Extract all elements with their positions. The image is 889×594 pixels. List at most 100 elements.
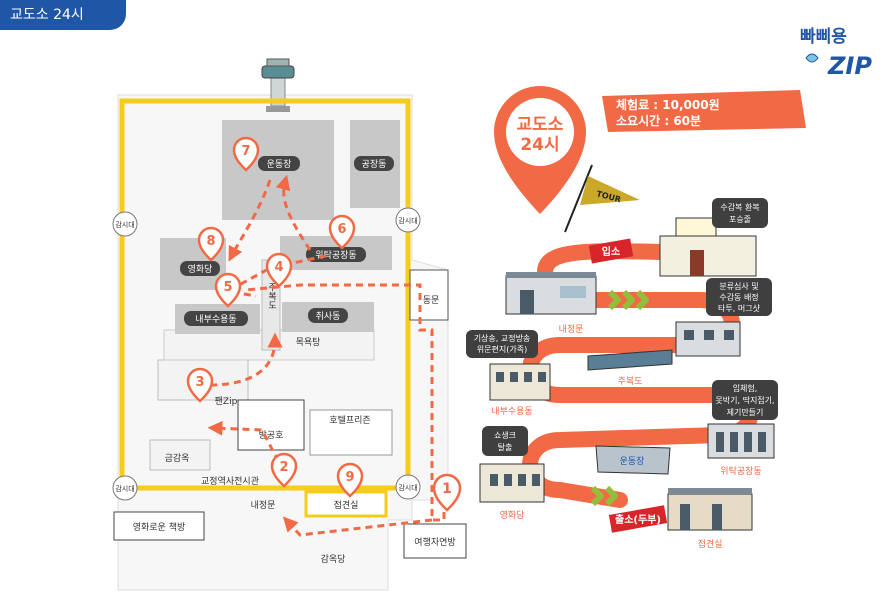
bldg-bookroom — [113, 511, 205, 541]
svg-text:포승줄: 포승줄 — [729, 215, 751, 224]
svg-text:분류심사 및: 분류심사 및 — [719, 281, 758, 291]
svg-text:체험료 : 10,000원: 체험료 : 10,000원 — [616, 97, 720, 112]
svg-text:3: 3 — [195, 375, 204, 390]
svg-text:위문편지(가족): 위문편지(가족) — [477, 344, 527, 354]
progress-chevrons — [590, 289, 649, 507]
svg-text:5: 5 — [223, 280, 232, 295]
step-inner-gate: 내정문 — [559, 324, 584, 335]
marker-3: 3 — [186, 367, 214, 403]
marker-4: 4 — [265, 252, 293, 288]
svg-text:영화당: 영화당 — [188, 264, 213, 275]
bubble-uniform: 수감복 환복 포승줄 — [712, 198, 768, 228]
svg-text:기상송, 교정방송: 기상송, 교정방송 — [474, 333, 531, 343]
illust-inner-custody — [489, 363, 551, 401]
label-gold-cell: 금감옥 — [165, 452, 190, 464]
step-visit: 접견실 — [698, 538, 723, 550]
svg-text:1: 1 — [442, 481, 452, 497]
label-hotel-prison: 호텔프리즌 — [329, 414, 370, 426]
svg-text:수감동 배정: 수감동 배정 — [719, 292, 758, 302]
marker-1: 1 — [432, 473, 462, 512]
label-solitary: 방공호 — [259, 430, 284, 441]
svg-text:감시대: 감시대 — [115, 221, 134, 229]
svg-text:출소(두부): 출소(두부) — [615, 513, 661, 526]
label-bathhouse: 목욕탕 — [296, 337, 321, 348]
svg-text:감시대: 감시대 — [398, 217, 417, 225]
svg-text:타투, 머그샷: 타투, 머그샷 — [718, 304, 761, 313]
illust-exercise — [595, 445, 671, 475]
marker-9: 9 — [336, 462, 364, 498]
watch-post-sw: 감시대 — [112, 475, 138, 501]
outline-bldg — [149, 439, 211, 471]
svg-text:9: 9 — [345, 470, 354, 485]
marker-2: 2 — [270, 452, 298, 488]
svg-text:공장동: 공장동 — [362, 159, 387, 170]
label-main-gate: 내정문 — [251, 500, 276, 511]
label-movie-hall: 영화당 — [180, 261, 220, 276]
label-prison-hall: 감옥당 — [321, 553, 346, 565]
svg-text:입소: 입소 — [602, 245, 620, 258]
illust-inner-gate — [505, 272, 597, 315]
bubble-classify: 분류심사 및 수감동 배정 타투, 머그샷 — [706, 278, 772, 316]
tour-pin: 교도소 24시 — [494, 86, 586, 214]
step-inner-custody: 내부수용동 — [491, 406, 532, 417]
marker-6: 6 — [328, 214, 356, 250]
label-bookroom: 영화로운 책방 — [133, 521, 186, 533]
svg-text:2: 2 — [279, 460, 288, 475]
illust-classify — [675, 321, 741, 357]
svg-text:못박기, 딱지접기,: 못박기, 딱지접기, — [715, 395, 774, 405]
step-consign: 위탁공장동 — [720, 465, 761, 477]
svg-text:감시대: 감시대 — [115, 485, 134, 493]
info-ribbon: 체험료 : 10,000원 소요시간 : 60분 — [602, 90, 806, 132]
svg-text:4: 4 — [274, 260, 283, 275]
label-east-gate: 동문 — [423, 295, 440, 306]
svg-text:탈출: 탈출 — [498, 442, 513, 452]
svg-text:24시: 24시 — [520, 135, 559, 155]
illust-corridor — [587, 349, 673, 371]
watch-post-nw: 감시대 — [112, 211, 138, 237]
watch-post-se: 감시대 — [395, 474, 421, 500]
label-visit-room: 접견실 — [334, 499, 359, 511]
outline-bldg — [409, 269, 449, 321]
label-corridor: 주복도 — [266, 282, 276, 309]
illust-visit — [667, 488, 753, 531]
marker-5: 5 — [214, 272, 242, 308]
svg-text:쇼생크: 쇼생크 — [494, 430, 516, 440]
entry-tag: 입소 — [588, 238, 634, 264]
illust-movie — [479, 463, 545, 503]
svg-text:취사동: 취사동 — [316, 311, 341, 322]
label-travel-center: 여행자연방 — [414, 536, 455, 548]
bubble-work: 임체험, 못박기, 딱지접기, 제기만들기 — [712, 380, 778, 420]
bubble-wakeup: 기상송, 교정방송 위문편지(가족) — [466, 330, 538, 358]
label-history-hall: 교정역사전시관 — [201, 476, 259, 487]
bldg-travel-center — [403, 523, 467, 559]
label-consign: 위탁공장동 — [306, 247, 366, 262]
brand-logo: 빠삐용 ZIP — [800, 27, 872, 80]
svg-text:수감복 환복: 수감복 환복 — [720, 202, 759, 212]
outline-bldg — [309, 409, 393, 456]
label-inner-custody: 내부수용동 — [184, 311, 248, 326]
step-movie: 영화당 — [500, 510, 525, 521]
label-pen-zip: 팬Zip — [215, 396, 238, 407]
step-corridor: 주복도 — [618, 376, 643, 387]
label-exercise-yard: 운동장 — [258, 156, 300, 171]
svg-text:제기만들기: 제기만들기 — [727, 408, 764, 417]
svg-text:운동장: 운동장 — [267, 159, 292, 170]
svg-text:8: 8 — [206, 234, 215, 249]
step-exercise: 운동장 — [620, 456, 645, 467]
svg-text:7: 7 — [241, 144, 250, 159]
svg-text:빠삐용: 빠삐용 — [800, 27, 847, 47]
bubble-show: 쇼생크 탈출 — [482, 426, 528, 456]
svg-text:감시대: 감시대 — [398, 484, 417, 492]
marker-8: 8 — [197, 226, 225, 262]
svg-text:위탁공장동: 위탁공장동 — [315, 249, 356, 261]
svg-text:임체험,: 임체험, — [733, 383, 758, 393]
illust-consign — [707, 423, 775, 459]
outline-bldg — [237, 399, 305, 451]
tour-flag: TOUR — [564, 164, 640, 233]
page-badge: 교도소 24시 — [0, 0, 126, 30]
label-factory: 공장동 — [354, 156, 394, 171]
marker-7: 7 — [232, 136, 260, 172]
exit-tag: 출소(두부) — [608, 505, 668, 533]
watch-post-ne: 감시대 — [395, 207, 421, 233]
